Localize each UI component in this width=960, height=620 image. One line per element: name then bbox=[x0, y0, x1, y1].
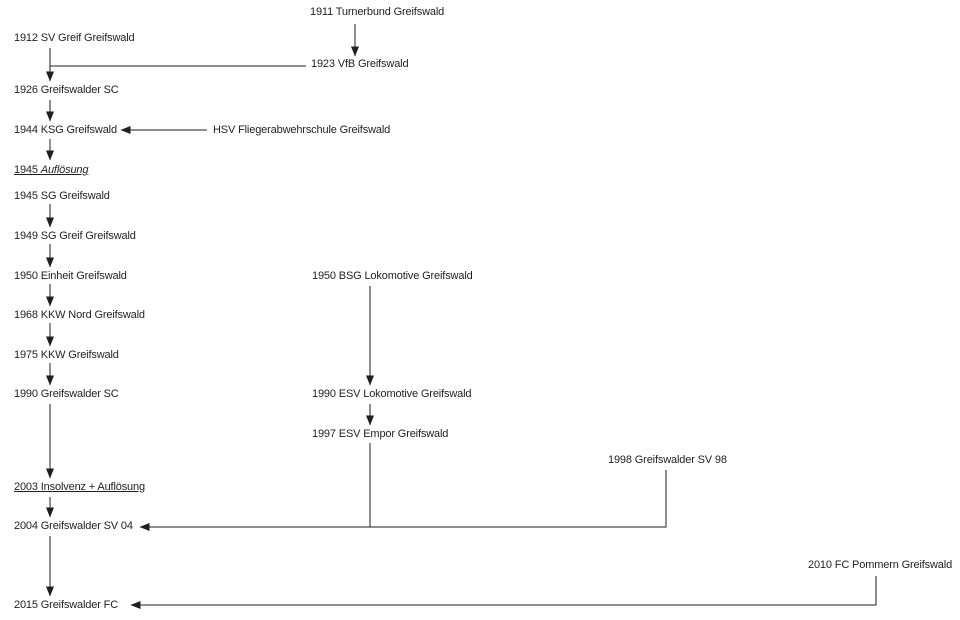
node-1945-aufloesung-name: Auflösung bbox=[40, 164, 89, 176]
node-1923-vfb-greifswald: 1923 VfB Greifswald bbox=[311, 58, 409, 70]
node-2010-fc-pommern-greifswald: 2010 FC Pommern Greifswald bbox=[808, 559, 953, 571]
node-1990-esv-lokomotive: 1990 ESV Lokomotive Greifswald bbox=[312, 388, 472, 400]
node-2004-greifswalder-sv-04: 2004 Greifswalder SV 04 bbox=[14, 520, 133, 532]
node-hsv-fliegerabwehrschule: HSV Fliegerabwehrschule Greifswald bbox=[213, 124, 391, 136]
node-1975-kkw-greifswald: 1975 KKW Greifswald bbox=[14, 349, 119, 361]
node-1950-bsg-lokomotive: 1950 BSG Lokomotive Greifswald bbox=[312, 270, 473, 282]
edge-2010-to-2015 bbox=[130, 576, 877, 609]
node-1949-sg-greif-greifswald: 1949 SG Greif Greifswald bbox=[14, 230, 136, 242]
node-1945-aufloesung-year: 1945 bbox=[14, 164, 38, 176]
node-1990-greifswalder-sc: 1990 Greifswalder SC bbox=[14, 388, 119, 400]
node-1950-einheit-greifswald: 1950 Einheit Greifswald bbox=[14, 270, 127, 282]
node-1912-sv-greif-greifswald: 1912 SV Greif Greifswald bbox=[14, 32, 135, 44]
node-1944-ksg-greifswald: 1944 KSG Greifswald bbox=[14, 124, 117, 136]
node-1945-sg-greifswald: 1945 SG Greifswald bbox=[14, 190, 110, 202]
edge-1998-to-2004 bbox=[139, 470, 667, 531]
node-1997-esv-empor: 1997 ESV Empor Greifswald bbox=[312, 428, 449, 440]
node-2003-insolvenz-aufloesung: 2003 Insolvenz + Auflösung bbox=[14, 481, 145, 493]
node-1945-aufloesung: 1945 Auflösung bbox=[14, 163, 89, 177]
node-1998-greifswalder-sv-98: 1998 Greifswalder SV 98 bbox=[608, 454, 727, 466]
node-1911-turnerbund-greifswald: 1911 Turnerbund Greifswald bbox=[310, 6, 445, 18]
node-1968-kkw-nord-greifswald: 1968 KKW Nord Greifswald bbox=[14, 309, 145, 321]
node-2015-greifswalder-fc: 2015 Greifswalder FC bbox=[14, 599, 118, 611]
node-1926-greifswalder-sc: 1926 Greifswalder SC bbox=[14, 84, 119, 96]
